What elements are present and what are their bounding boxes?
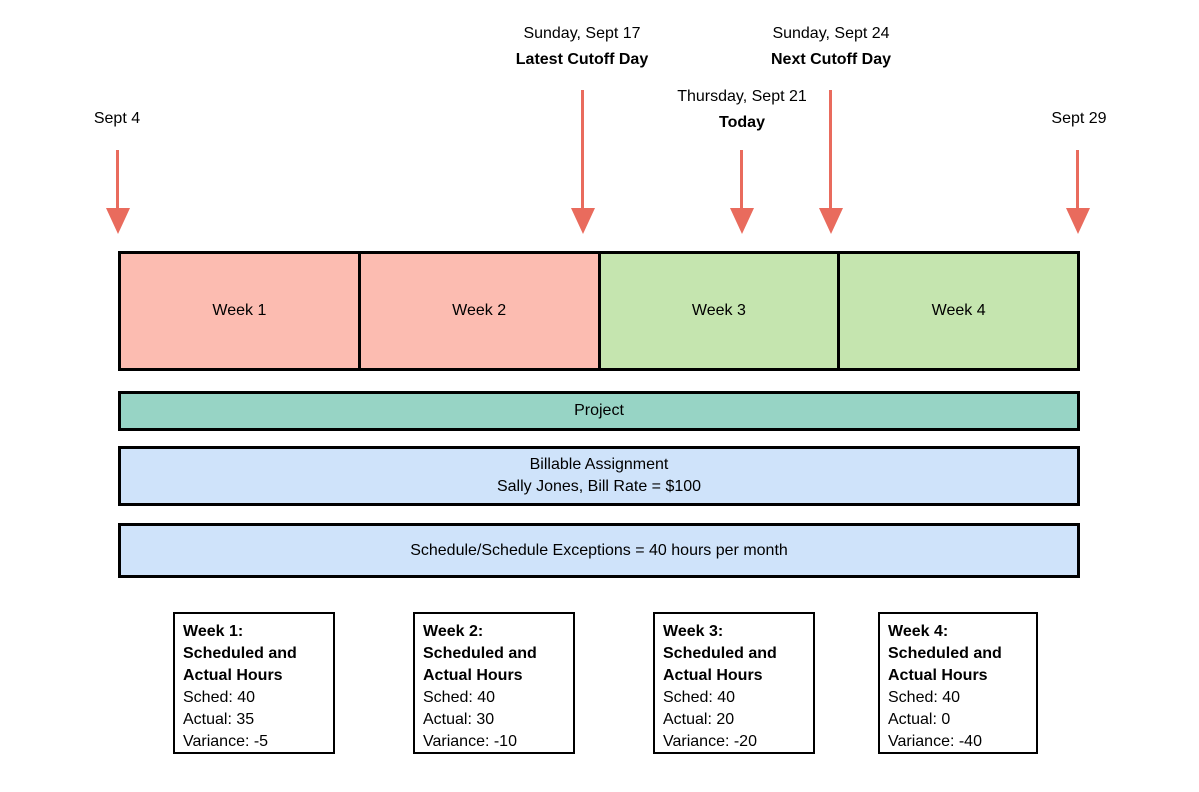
down-arrow-icon [116,150,119,208]
week-2-summary-box: Week 2: Scheduled and Actual Hours Sched… [413,612,575,754]
billable-assignment-bar: Billable Assignment Sally Jones, Bill Ra… [118,446,1080,506]
down-arrow-icon [740,150,743,208]
summary-actual: Actual: 35 [183,711,255,728]
down-arrow-icon [581,90,584,208]
week-label: Week 1 [212,302,267,319]
marker-date: Sunday, Sept 24 [772,25,890,42]
week-3-summary-box: Week 3: Scheduled and Actual Hours Sched… [653,612,815,754]
marker-date: Sept 4 [93,110,141,127]
marker-title: Latest Cutoff Day [515,51,649,68]
week-4-summary-box: Week 4: Scheduled and Actual Hours Sched… [878,612,1038,754]
down-arrow-icon [571,208,595,234]
summary-title: Week 2: [423,623,484,640]
marker-label-sept-4: Sept 4 [57,106,177,132]
summary-sched: Sched: 40 [663,689,736,706]
down-arrow-icon [730,208,754,234]
down-arrow-icon [829,90,832,208]
down-arrow-icon [106,208,130,234]
summary-title: Scheduled and [423,645,537,662]
summary-actual: Actual: 20 [663,711,735,728]
marker-title: Today [719,114,765,131]
summary-sched: Sched: 40 [888,689,961,706]
marker-date: Sunday, Sept 17 [523,25,641,42]
marker-label-latest-cutoff: Sunday, Sept 17 Latest Cutoff Day [472,21,692,73]
schedule-bar-label: Schedule/Schedule Exceptions = 40 hours … [410,541,788,559]
project-bar-label: Project [574,402,624,419]
down-arrow-icon [1066,208,1090,234]
summary-actual: Actual: 30 [423,711,495,728]
week-label: Week 3 [691,302,746,319]
summary-title: Scheduled and [183,645,297,662]
week-1-summary-box: Week 1: Scheduled and Actual Hours Sched… [173,612,335,754]
summary-actual: Actual: 0 [888,711,951,728]
summary-variance: Variance: -10 [423,733,517,750]
summary-title: Actual Hours [888,667,988,684]
summary-variance: Variance: -5 [183,733,269,750]
summary-title: Week 1: [183,623,244,640]
billable-assignment-title: Billable Assignment [529,456,669,473]
summary-title: Scheduled and [663,645,777,662]
summary-title: Actual Hours [423,667,523,684]
marker-title: Next Cutoff Day [770,51,891,68]
billable-assignment-detail: Sally Jones, Bill Rate = $100 [496,478,702,495]
marker-label-next-cutoff: Sunday, Sept 24 Next Cutoff Day [721,21,941,73]
summary-title: Scheduled and [888,645,1002,662]
marker-date: Thursday, Sept 21 [677,88,807,105]
project-bar: Project [118,391,1080,431]
down-arrow-icon [1076,150,1079,208]
summary-sched: Sched: 40 [183,689,256,706]
summary-title: Actual Hours [183,667,283,684]
week-timeline-bar: Week 1 Week 2 Week 3 Week 4 [118,251,1080,371]
summary-title: Week 4: [888,623,949,640]
summary-title: Week 3: [663,623,724,640]
summary-sched: Sched: 40 [423,689,496,706]
week-4-cell: Week 4 [840,254,1077,368]
marker-date: Sept 29 [1051,110,1107,127]
summary-variance: Variance: -20 [663,733,757,750]
week-label: Week 4 [931,302,986,319]
week-label: Week 2 [452,302,507,319]
week-3-cell: Week 3 [600,254,841,368]
down-arrow-icon [819,208,843,234]
week-2-cell: Week 2 [360,254,601,368]
marker-label-sept-29: Sept 29 [1019,106,1139,132]
summary-variance: Variance: -40 [888,733,982,750]
week-1-cell: Week 1 [121,254,361,368]
schedule-bar: Schedule/Schedule Exceptions = 40 hours … [118,523,1080,578]
summary-title: Actual Hours [663,667,763,684]
marker-label-today: Thursday, Sept 21 Today [632,84,852,136]
